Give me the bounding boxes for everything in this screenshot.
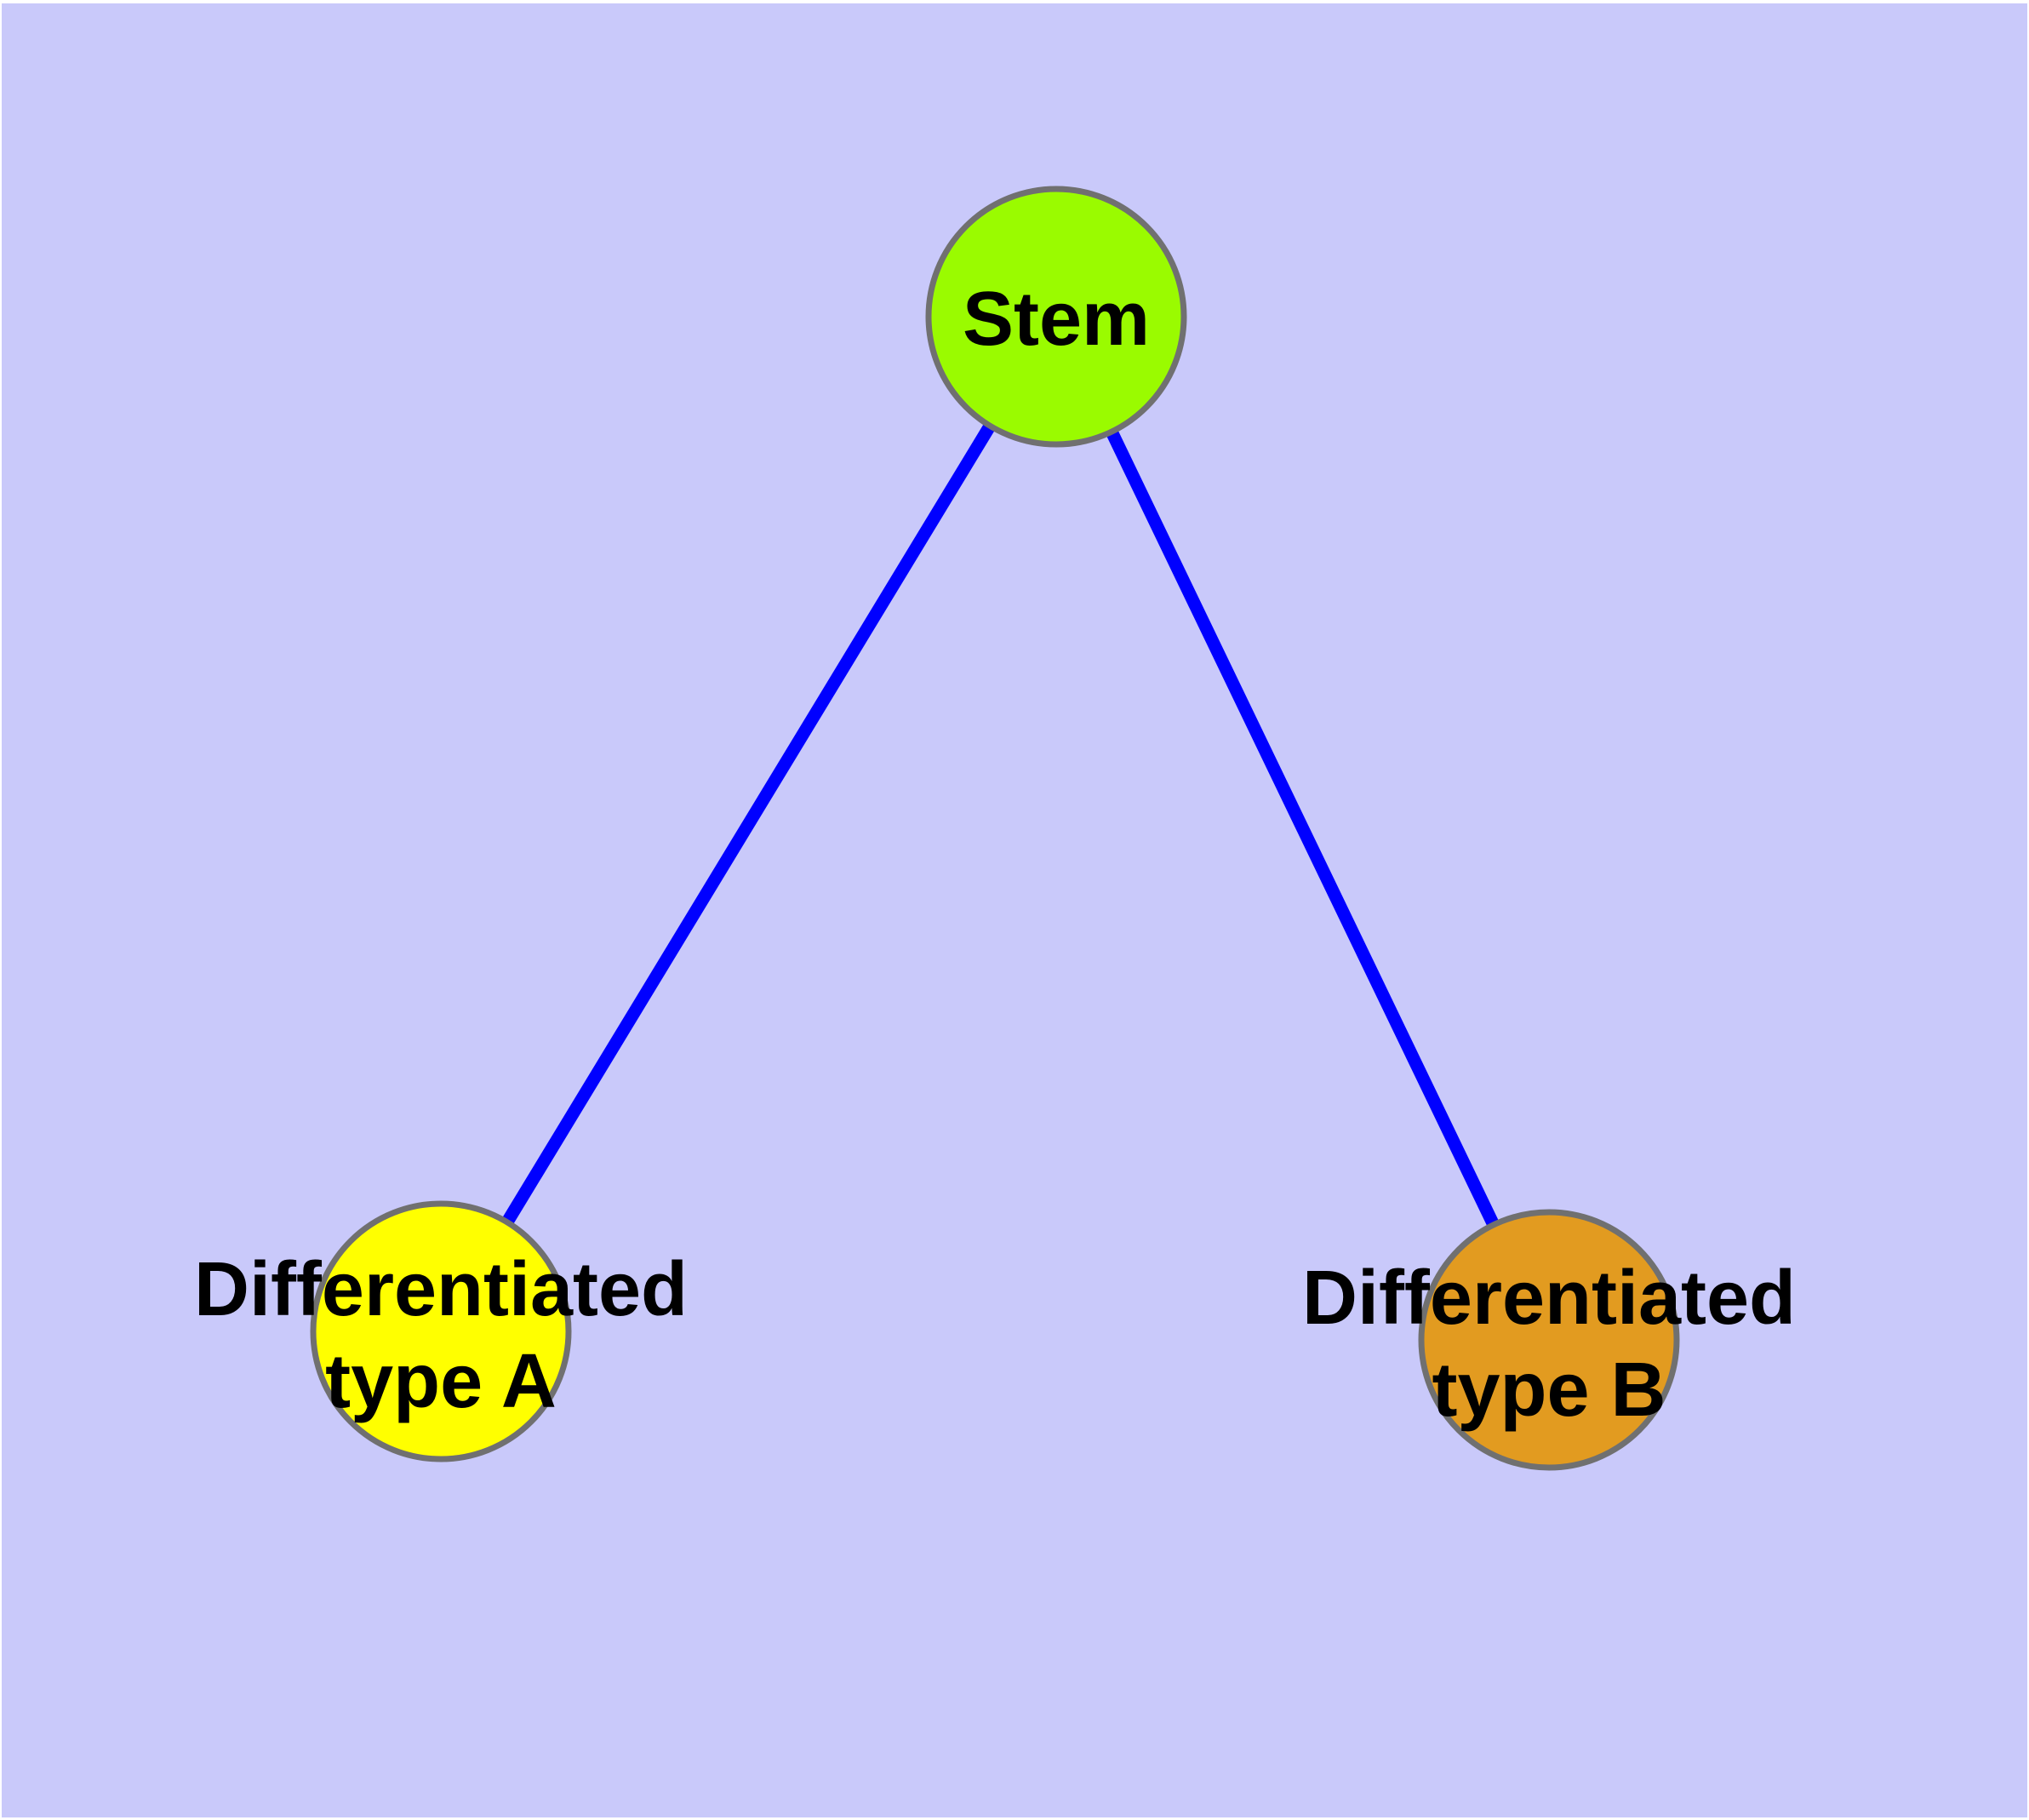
node-differentiated-type-a: Differentiated type A [194,1200,688,1462]
type-b-node-label-line1: Differentiated [1302,1256,1796,1341]
type-b-node-circle [1418,1209,1680,1471]
type-a-node-label-line1: Differentiated [194,1247,688,1332]
edge-stem-to-type-b [1050,313,1555,1343]
type-a-node-label-line2: type A [325,1339,557,1424]
node-stem: Stem [925,186,1187,448]
type-a-node-circle [310,1200,572,1462]
edge-group [435,313,1555,1343]
edge-stem-to-type-a [435,313,1062,1335]
node-differentiated-type-b: Differentiated type B [1302,1209,1796,1471]
stem-node-circle [925,186,1187,448]
stem-node-label: Stem [963,277,1150,362]
type-b-node-label-line2: type B [1432,1348,1666,1433]
